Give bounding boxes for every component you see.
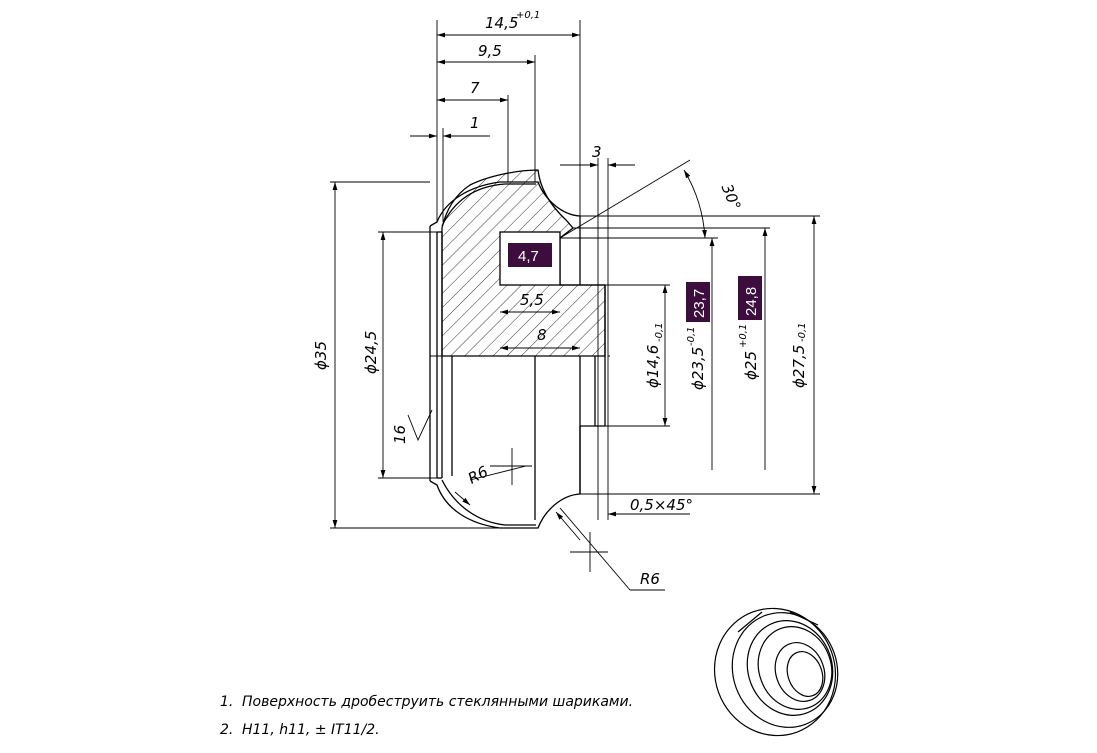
dim-chamfer: 0,5×45° <box>630 496 693 514</box>
roughness-16: 16 <box>391 425 409 444</box>
dim-25-tol: +0,1 <box>738 324 749 348</box>
outer-profile <box>429 181 581 285</box>
dim-5-5: 5,5 <box>520 291 544 309</box>
outer-profile-inner <box>441 183 536 227</box>
note-2-number: 2. <box>220 722 234 738</box>
dim-14-6-tol: -0,1 <box>654 322 665 342</box>
svg-text:24,8: 24,8 <box>743 287 760 316</box>
dim-23-5-tol: -0,1 <box>686 326 697 346</box>
svg-text:23,7: 23,7 <box>691 289 708 318</box>
dim-25: ϕ25 <box>742 351 760 380</box>
dim-35: ϕ35 <box>312 341 330 370</box>
svg-text:4,7: 4,7 <box>518 248 539 265</box>
badge-24-8: 24,8 <box>738 276 762 320</box>
dim-1: 1 <box>470 114 480 132</box>
dim-r6-outer: R6 <box>640 570 660 588</box>
dim-24-5: ϕ24,5 <box>362 331 380 374</box>
dim-14-5-tol: +0,1 <box>516 10 540 21</box>
isometric-view <box>713 607 839 737</box>
dim-3: 3 <box>592 143 602 161</box>
note-1-number: 1. <box>220 694 234 710</box>
dim-23-5: ϕ23,5 <box>689 347 707 390</box>
note-2-text: H11, h11, ± IT11/2. <box>242 722 380 738</box>
dim-8: 8 <box>537 326 547 344</box>
note-2: 2. H11, h11, ± IT11/2. <box>220 722 380 738</box>
note-1: 1. Поверхность дробеструить стеклянными ш… <box>220 694 633 710</box>
dim-9-5: 9,5 <box>478 42 502 60</box>
dim-r6-inner: R6 <box>465 462 491 487</box>
dim-7: 7 <box>470 79 480 97</box>
badge-23-7: 23,7 <box>686 282 710 322</box>
dim-14-5: 14,5 <box>485 14 518 32</box>
dimension-lines <box>330 20 820 591</box>
badge-4-7: 4,7 <box>508 243 552 267</box>
dim-27-5-tol: -0,1 <box>797 322 808 342</box>
dim-27-5: ϕ27,5 <box>790 345 808 388</box>
dim-14-6: ϕ14,6 <box>644 345 662 388</box>
dim-angle-30: 30° <box>718 181 745 212</box>
outer-profile-bottom-inner <box>441 479 536 526</box>
note-1-text: Поверхность дробеструить стеклянными шар… <box>242 694 634 710</box>
